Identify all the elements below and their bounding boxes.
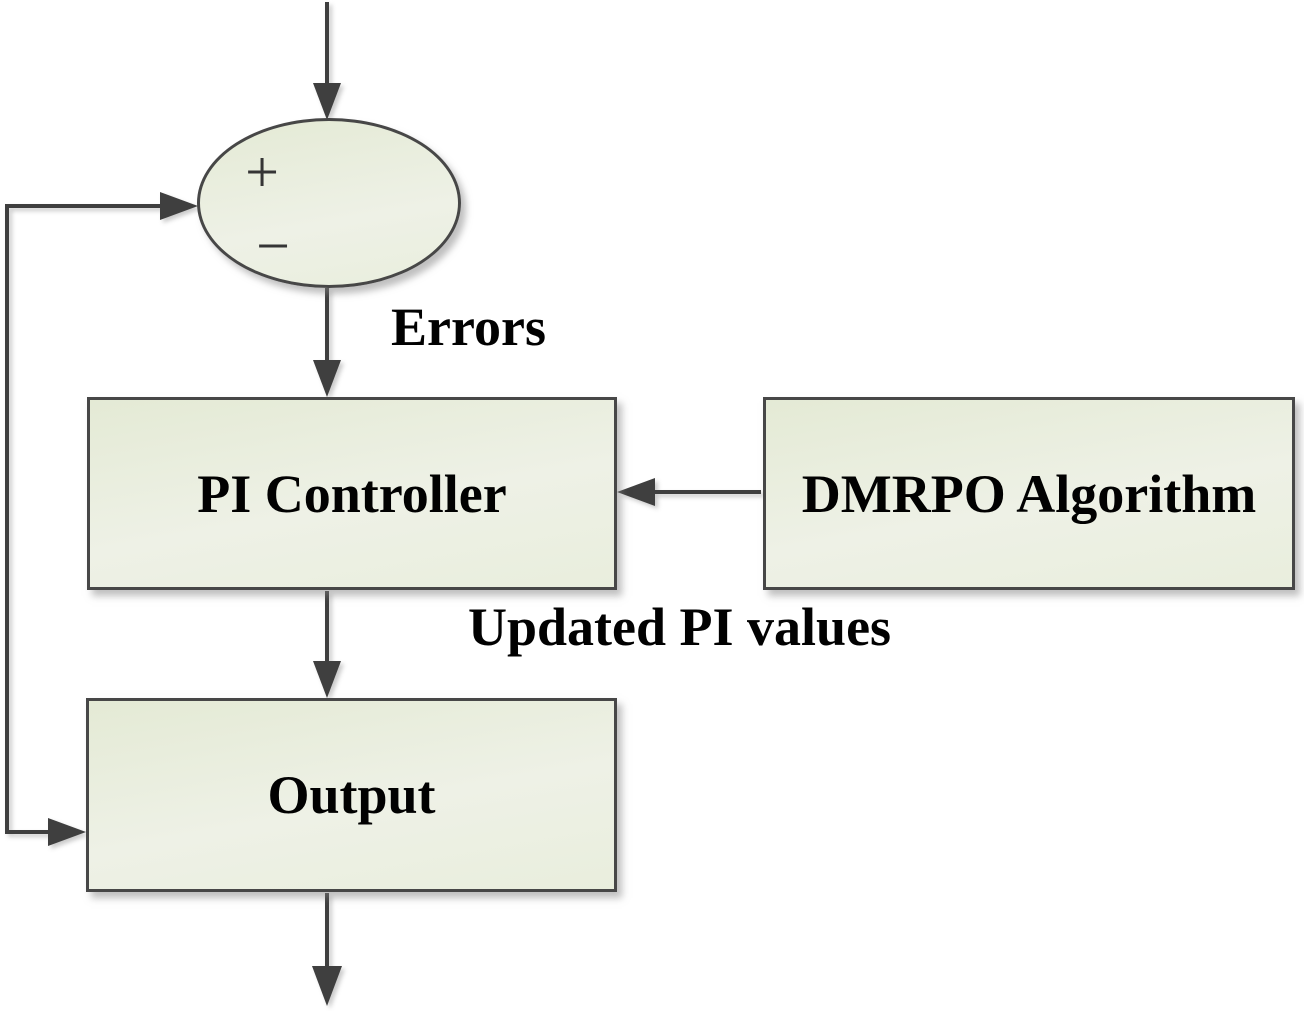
output-label: Output — [267, 765, 436, 825]
output-node: Output — [86, 698, 617, 892]
minus-sign: − — [256, 213, 290, 279]
dmrpo-to-pi-arrow — [617, 478, 761, 506]
summing-junction-node — [197, 118, 461, 288]
pi-controller-label: PI Controller — [197, 463, 507, 524]
pi-to-output-arrow — [313, 591, 341, 698]
updated-pi-values-label: Updated PI values — [468, 597, 892, 657]
output-arrow — [312, 893, 342, 1006]
plus-sign: + — [245, 139, 279, 205]
setpoint-input-arrow — [313, 2, 341, 120]
dmrpo-algorithm-label: DMRPO Algorithm — [801, 463, 1257, 524]
dmrpo-algorithm-node: DMRPO Algorithm — [763, 397, 1295, 590]
pi-controller-node: PI Controller — [87, 397, 617, 590]
errors-arrow — [313, 288, 341, 397]
errors-label: Errors — [391, 297, 546, 357]
